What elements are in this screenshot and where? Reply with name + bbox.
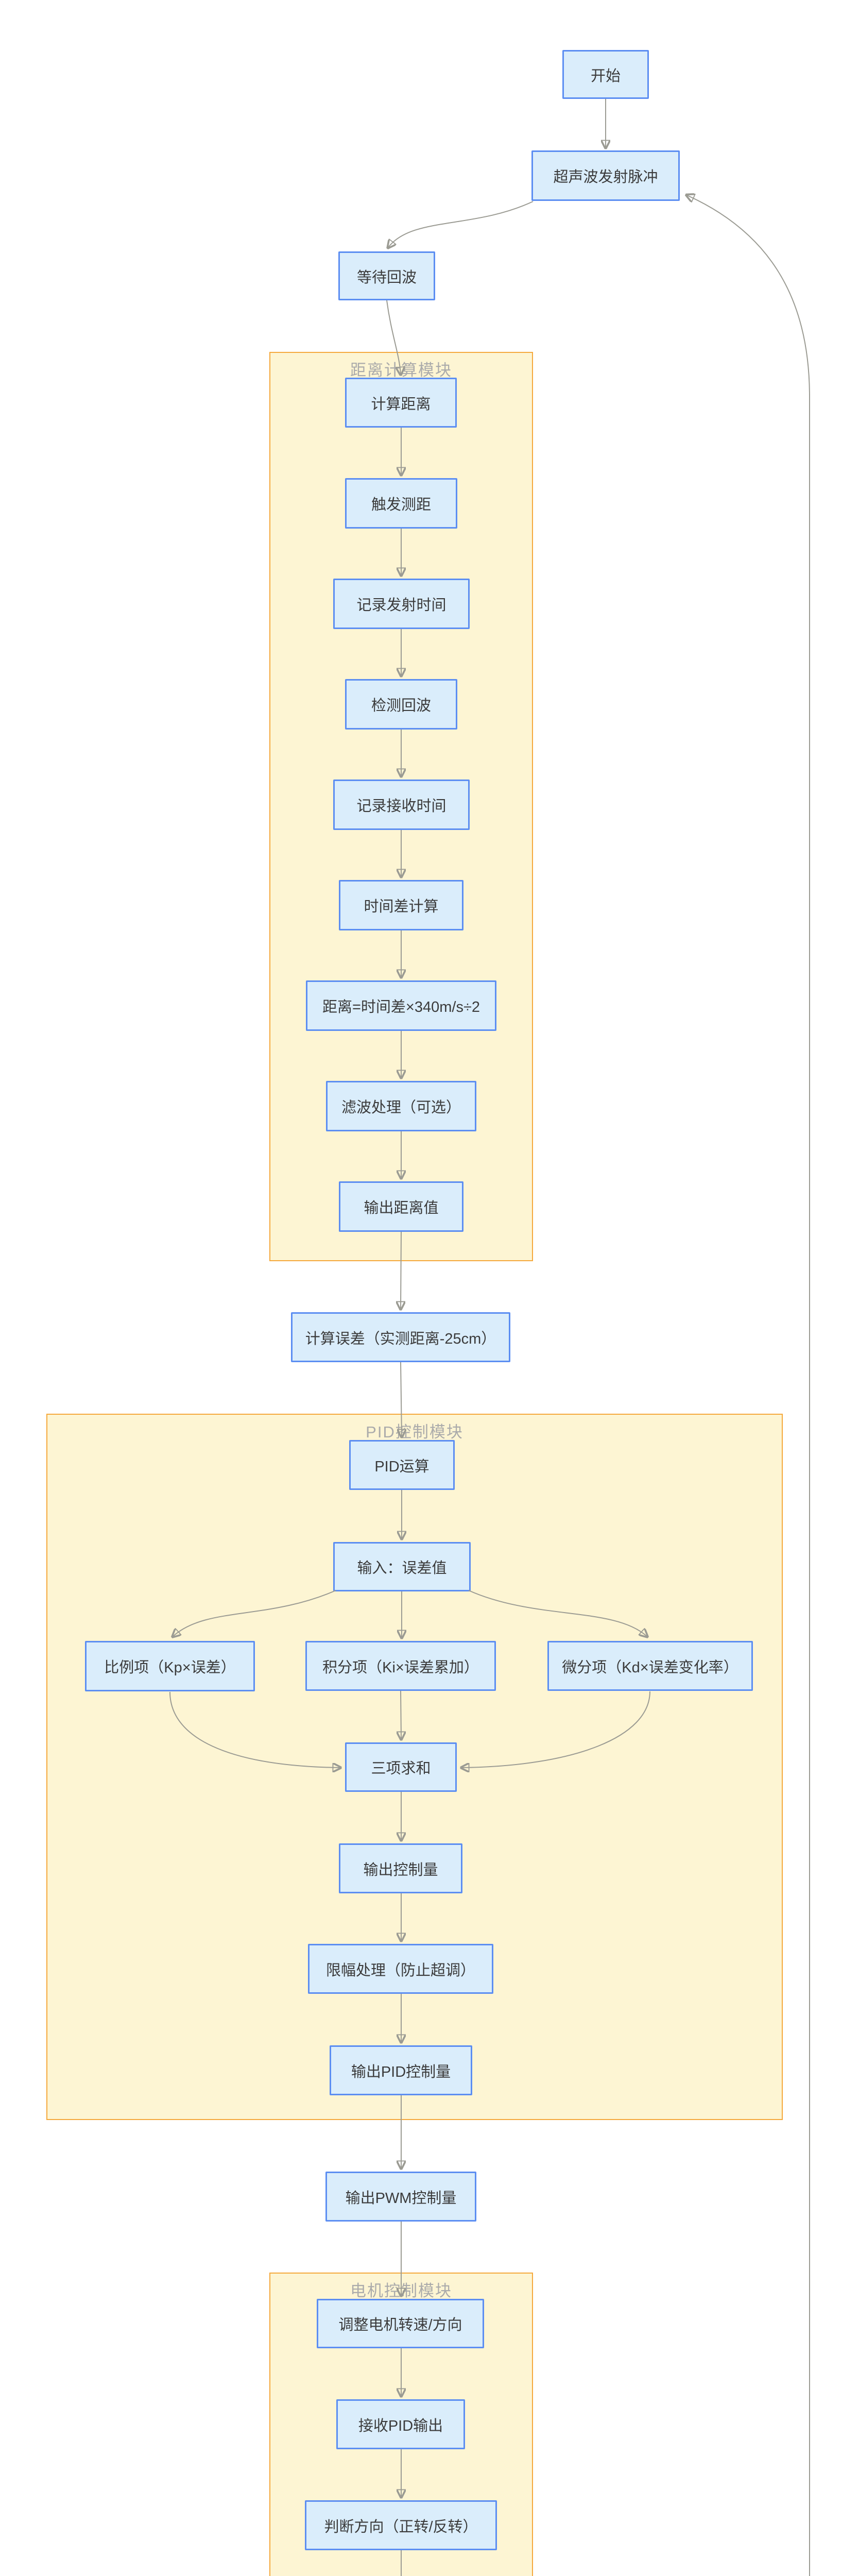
- node-distance-formula[interactable]: 距离=时间差×340m/s÷2: [306, 980, 496, 1031]
- node-output-pid[interactable]: 输出PID控制量: [330, 2045, 472, 2095]
- module-motor-control-title: 电机控制模块: [350, 2282, 452, 2300]
- node-input-error[interactable]: 输入：误差值: [333, 1542, 471, 1591]
- node-integral-term[interactable]: 积分项（Ki×误差累加）: [305, 1641, 496, 1691]
- node-output-distance[interactable]: 输出距离值: [339, 1181, 463, 1232]
- node-wait-echo[interactable]: 等待回波: [338, 251, 435, 300]
- node-judge-direction[interactable]: 判断方向（正转/反转）: [305, 2500, 497, 2550]
- node-sum-three-terms[interactable]: 三项求和: [345, 1742, 457, 1792]
- node-pid-calc[interactable]: PID运算: [349, 1440, 455, 1490]
- node-calc-error[interactable]: 计算误差（实测距离-25cm）: [291, 1312, 510, 1362]
- node-adjust-motor[interactable]: 调整电机转速/方向: [317, 2299, 484, 2348]
- node-output-control[interactable]: 输出控制量: [339, 1843, 462, 1893]
- node-proportional-term[interactable]: 比例项（Kp×误差）: [85, 1641, 255, 1691]
- module-distance-calc-title: 距离计算模块: [350, 361, 452, 379]
- node-trigger-ranging[interactable]: 触发测距: [345, 478, 457, 529]
- edge-delay-pulse-loop: [664, 195, 810, 2576]
- node-output-pwm[interactable]: 输出PWM控制量: [325, 2172, 476, 2222]
- node-record-rx-time[interactable]: 记录接收时间: [333, 779, 470, 830]
- node-ultrasonic-pulse[interactable]: 超声波发射脉冲: [531, 150, 680, 201]
- node-start[interactable]: 开始: [562, 50, 649, 99]
- module-pid-control-title: PID控制模块: [366, 1423, 463, 1441]
- node-filter-optional[interactable]: 滤波处理（可选）: [326, 1081, 476, 1131]
- node-clamp[interactable]: 限幅处理（防止超调）: [308, 1944, 493, 1994]
- node-detect-echo[interactable]: 检测回波: [345, 679, 457, 730]
- node-time-diff[interactable]: 时间差计算: [339, 880, 463, 930]
- edge-pulse-wait: [388, 201, 534, 247]
- node-derivative-term[interactable]: 微分项（Kd×误差变化率）: [547, 1641, 753, 1691]
- node-record-tx-time[interactable]: 记录发射时间: [333, 579, 470, 629]
- node-calc-distance[interactable]: 计算距离: [345, 378, 457, 428]
- node-receive-pid[interactable]: 接收PID输出: [336, 2399, 465, 2449]
